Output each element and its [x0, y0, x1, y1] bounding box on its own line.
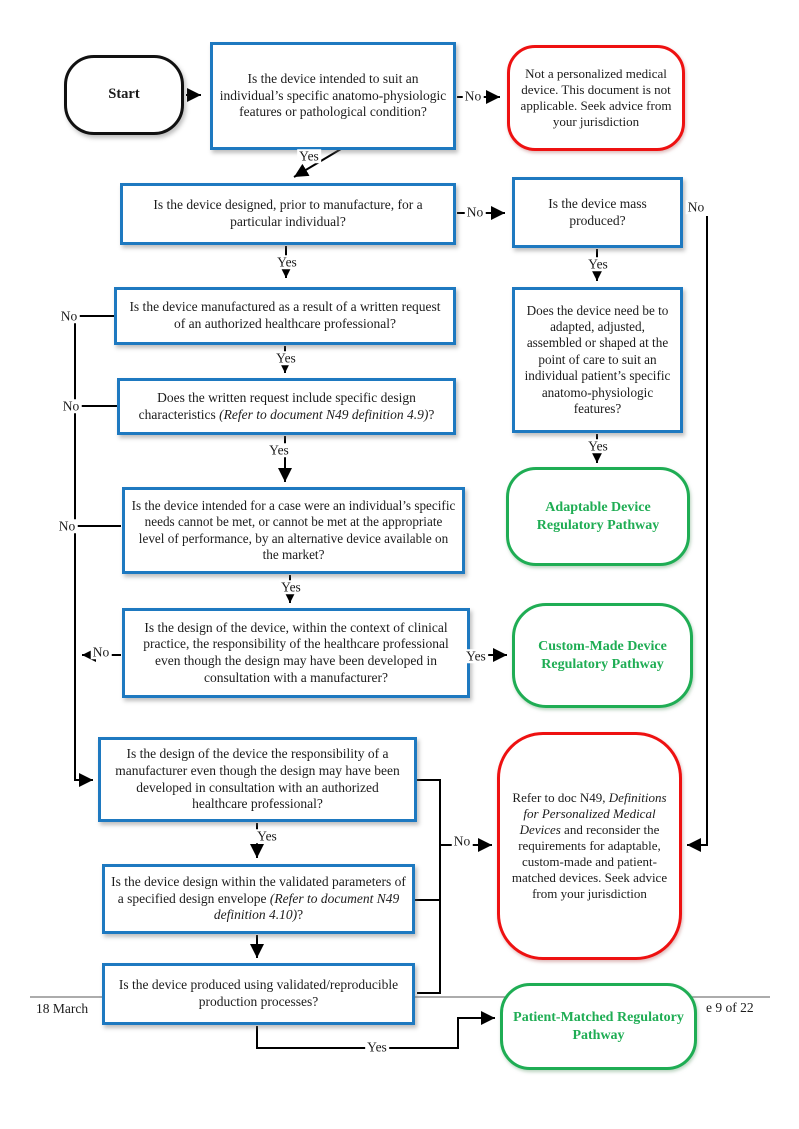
q8-design-envelope: Is the device design within the validate…	[102, 864, 415, 934]
q9-validated-production: Is the device produced using validated/r…	[102, 963, 415, 1025]
edge-qmass-no-to-reconsider	[687, 216, 708, 852]
edge-right-no-collector	[417, 779, 441, 994]
end-adaptable-pathway: Adaptable Device Regulatory Pathway	[506, 467, 690, 566]
footer-page-number-fragment: e 9 of 22	[706, 1000, 754, 1015]
q-mass-produced: Is the device mass produced?	[512, 177, 683, 248]
edge-left-no-collector	[74, 315, 114, 787]
edge-q1-yes	[293, 148, 342, 178]
q2-designed-prior: Is the device designed, prior to manufac…	[120, 183, 456, 245]
edge-label-yes: Yes	[274, 350, 298, 366]
edge-label-yes: Yes	[275, 254, 299, 270]
end-adaptable-text: Adaptable Device Regulatory Pathway	[536, 500, 660, 533]
end-not-personalized-text: Not a personalized medical device. This …	[520, 65, 672, 130]
end-reconsider-n49: Refer to doc N49, Definitions for Person…	[497, 732, 682, 960]
q2-text: Is the device designed, prior to manufac…	[153, 197, 423, 229]
q8-text: Is the device design within the validate…	[111, 873, 406, 923]
q6-text: Is the design of the device, within the …	[143, 619, 449, 685]
q1-text: Is the device intended to suit an indivi…	[219, 70, 447, 120]
edge-label-no: No	[60, 398, 82, 414]
edge-label-no: No	[451, 833, 473, 849]
edge-label-yes: Yes	[586, 438, 610, 454]
end-custom-text: Custom-Made Device Regulatory Pathway	[538, 639, 667, 672]
q-adapt-text: Does the device need be to adapted, adju…	[524, 302, 671, 416]
start-label: Start	[108, 86, 140, 103]
q-adapted-point-of-care: Does the device need be to adapted, adju…	[512, 287, 683, 433]
edge-label-no: No	[58, 308, 80, 324]
q5-text: Is the device intended for a case were a…	[131, 497, 456, 562]
edge-label-yes: Yes	[365, 1039, 389, 1055]
end-reconsider-text: Refer to doc N49, Definitions for Person…	[511, 789, 668, 902]
q3-text: Is the device manufactured as a result o…	[129, 299, 441, 331]
q7-text: Is the design of the device the responsi…	[115, 746, 400, 812]
footer-date-fragment: 18 March	[36, 1001, 89, 1016]
end-not-personalized: Not a personalized medical device. This …	[507, 45, 685, 151]
q1-suit-individual: Is the device intended to suit an indivi…	[210, 42, 456, 150]
q3-written-request: Is the device manufactured as a result o…	[114, 287, 456, 345]
edge-q9-yes	[256, 1011, 495, 1049]
q5-needs-not-met: Is the device intended for a case were a…	[122, 487, 465, 574]
q9-text: Is the device produced using validated/r…	[118, 977, 399, 1009]
q4-design-characteristics: Does the written request include specifi…	[117, 378, 456, 435]
edge-label-no: No	[90, 644, 112, 660]
end-patient-matched-text: Patient-Matched Regulatory Pathway	[513, 1010, 684, 1043]
end-patient-matched-pathway: Patient-Matched Regulatory Pathway	[500, 983, 697, 1070]
edge-label-yes: Yes	[255, 828, 279, 844]
edge-label-yes: Yes	[464, 648, 488, 664]
edge-label-yes: Yes	[586, 256, 610, 272]
q4-text: Does the written request include specifi…	[138, 389, 435, 422]
edge-label-yes: Yes	[279, 579, 303, 595]
q6-healthcare-professional-design: Is the design of the device, within the …	[122, 608, 470, 698]
q-mass-text: Is the device mass produced?	[548, 195, 647, 228]
edge-label-no: No	[56, 518, 78, 534]
edge-label-yes: Yes	[267, 442, 291, 458]
edge-label-no: No	[685, 199, 707, 215]
edge-label-yes: Yes	[297, 148, 321, 164]
edge-label-no: No	[464, 204, 486, 220]
q7-manufacturer-design: Is the design of the device the responsi…	[98, 737, 417, 822]
end-custom-made-pathway: Custom-Made Device Regulatory Pathway	[512, 603, 693, 708]
start-node: Start	[64, 55, 184, 135]
edge-label-no: No	[462, 88, 484, 104]
